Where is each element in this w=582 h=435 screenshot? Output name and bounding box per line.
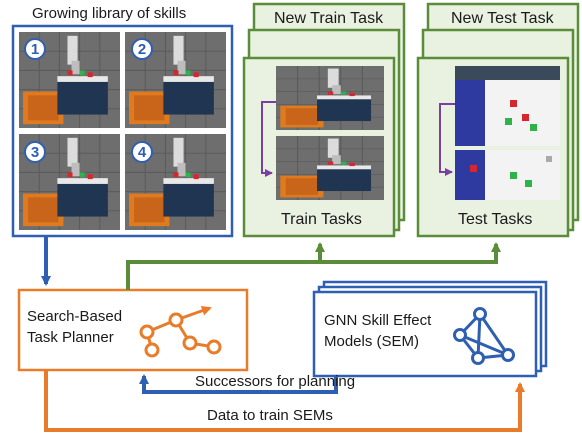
planner-label-line1: Search-Based: [27, 308, 123, 325]
skill-number-2: 2: [131, 38, 153, 60]
successors-arrow: [139, 374, 338, 394]
planner-label-line2: Task Planner: [27, 329, 114, 346]
train-task-stack: [242, 2, 406, 238]
graph-path-icon: [139, 305, 222, 358]
sem-stack: [312, 280, 548, 378]
data-label: Data to train SEMs: [207, 407, 333, 424]
train-transition-arrow: [261, 101, 276, 177]
test-transition-arrow: [439, 103, 455, 176]
sem-label-line1: GNN Skill Effect: [324, 312, 432, 329]
skill-number-1: 1: [24, 38, 46, 60]
successors-label: Successors for planning: [195, 373, 356, 390]
graph-network-icon: [453, 307, 515, 365]
planner-to-tasks-arrow: [126, 242, 501, 290]
planner-box: [17, 288, 249, 372]
sem-label-line2: Models (SEM): [324, 333, 420, 350]
skill-library-panel: [11, 24, 234, 238]
train-task-footer: Train Tasks: [281, 211, 362, 228]
test-task-stack: [416, 2, 580, 238]
test-task-footer: Test Tasks: [458, 211, 533, 228]
library-title: Growing library of skills: [32, 5, 187, 22]
skill-number-4: 4: [131, 141, 153, 163]
test-task-header: New Test Task: [451, 10, 554, 27]
test-photo-top: [455, 66, 560, 146]
data-to-train-arrow: [44, 370, 525, 432]
robot-scene-icon: [276, 136, 384, 200]
robot-scene-icon: [276, 66, 384, 130]
test-photo-bottom: [455, 150, 560, 200]
sem-box: [312, 290, 538, 378]
skill-number-3: 3: [24, 141, 46, 163]
train-task-header: New Train Task: [274, 10, 384, 27]
